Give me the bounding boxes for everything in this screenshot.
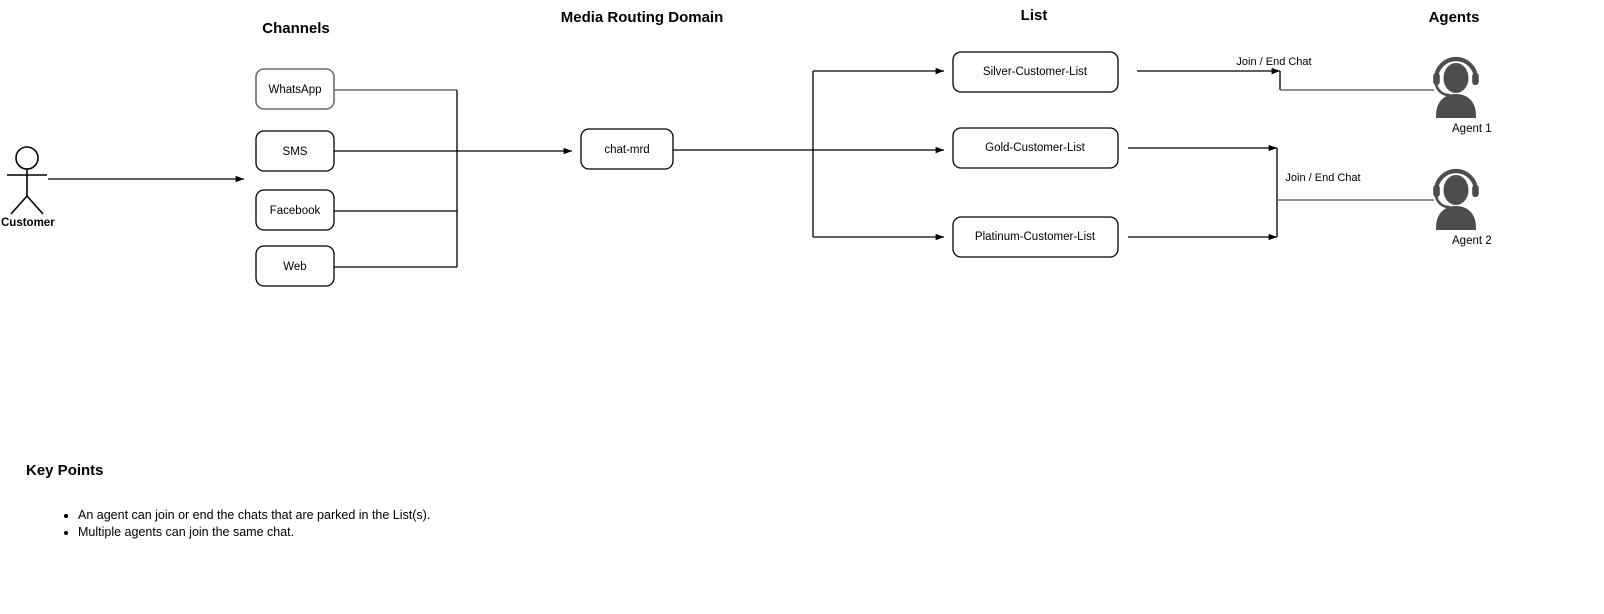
customer-label: Customer (1, 217, 55, 229)
list-platinum-customer[interactable]: Platinum-Customer-List (952, 216, 1119, 258)
channel-web-box[interactable] (255, 245, 335, 287)
channel-sms[interactable]: SMS (255, 130, 335, 172)
channel-facebook-label: Facebook (270, 205, 321, 217)
agent-2[interactable]: Agent 2 (1433, 168, 1492, 247)
actor-head-icon (15, 146, 39, 170)
agent-headset-icon (1433, 56, 1479, 118)
chat-mrd-box[interactable] (580, 128, 674, 170)
channel-facebook[interactable]: Facebook (255, 189, 335, 231)
agent-1-label: Agent 1 (1452, 123, 1492, 135)
section-title-channels: Channels (262, 20, 330, 37)
node-chat-mrd[interactable]: chat-mrd (580, 128, 674, 170)
channel-whatsapp-box[interactable] (255, 68, 335, 110)
key-points-section: Key Points An agent can join or end the … (26, 462, 786, 541)
gold-customer-list-box[interactable] (952, 127, 1119, 169)
silver-customer-list-box[interactable] (952, 51, 1119, 93)
key-point-item: An agent can join or end the chats that … (78, 507, 786, 524)
channel-sms-label: SMS (283, 146, 308, 158)
key-point-item: Multiple agents can join the same chat. (78, 524, 786, 541)
channel-whatsapp[interactable]: WhatsApp (255, 68, 335, 110)
platinum-customer-list-label: Platinum-Customer-List (975, 231, 1096, 243)
platinum-customer-list-box[interactable] (952, 216, 1119, 258)
key-points-list: An agent can join or end the chats that … (26, 507, 786, 541)
chat-mrd-label: chat-mrd (604, 144, 649, 156)
section-title-list: List (1021, 7, 1048, 24)
actor-leg-right (26, 195, 44, 215)
list-gold-customer[interactable]: Gold-Customer-List (952, 127, 1119, 169)
agent-headset-icon (1433, 168, 1479, 230)
agent-1[interactable]: Agent 1 (1433, 56, 1492, 135)
agent-2-label: Agent 2 (1452, 235, 1492, 247)
list-silver-customer[interactable]: Silver-Customer-List (952, 51, 1119, 93)
gold-customer-list-label: Gold-Customer-List (985, 142, 1085, 154)
channel-whatsapp-label: WhatsApp (268, 84, 321, 96)
edge-label-agent2-join-end-chat: Join / End Chat (1285, 172, 1360, 184)
actor-leg-left (10, 195, 28, 215)
key-points-title: Key Points (26, 462, 104, 479)
customer-actor: Customer (1, 146, 55, 229)
channel-facebook-box[interactable] (255, 189, 335, 231)
silver-customer-list-label: Silver-Customer-List (983, 66, 1088, 78)
section-title-media-routing-domain: Media Routing Domain (561, 9, 724, 26)
channel-web[interactable]: Web (255, 245, 335, 287)
channel-web-label: Web (283, 261, 306, 273)
section-title-agents: Agents (1429, 9, 1480, 26)
edge-label-agent1-join-end-chat: Join / End Chat (1236, 56, 1311, 68)
